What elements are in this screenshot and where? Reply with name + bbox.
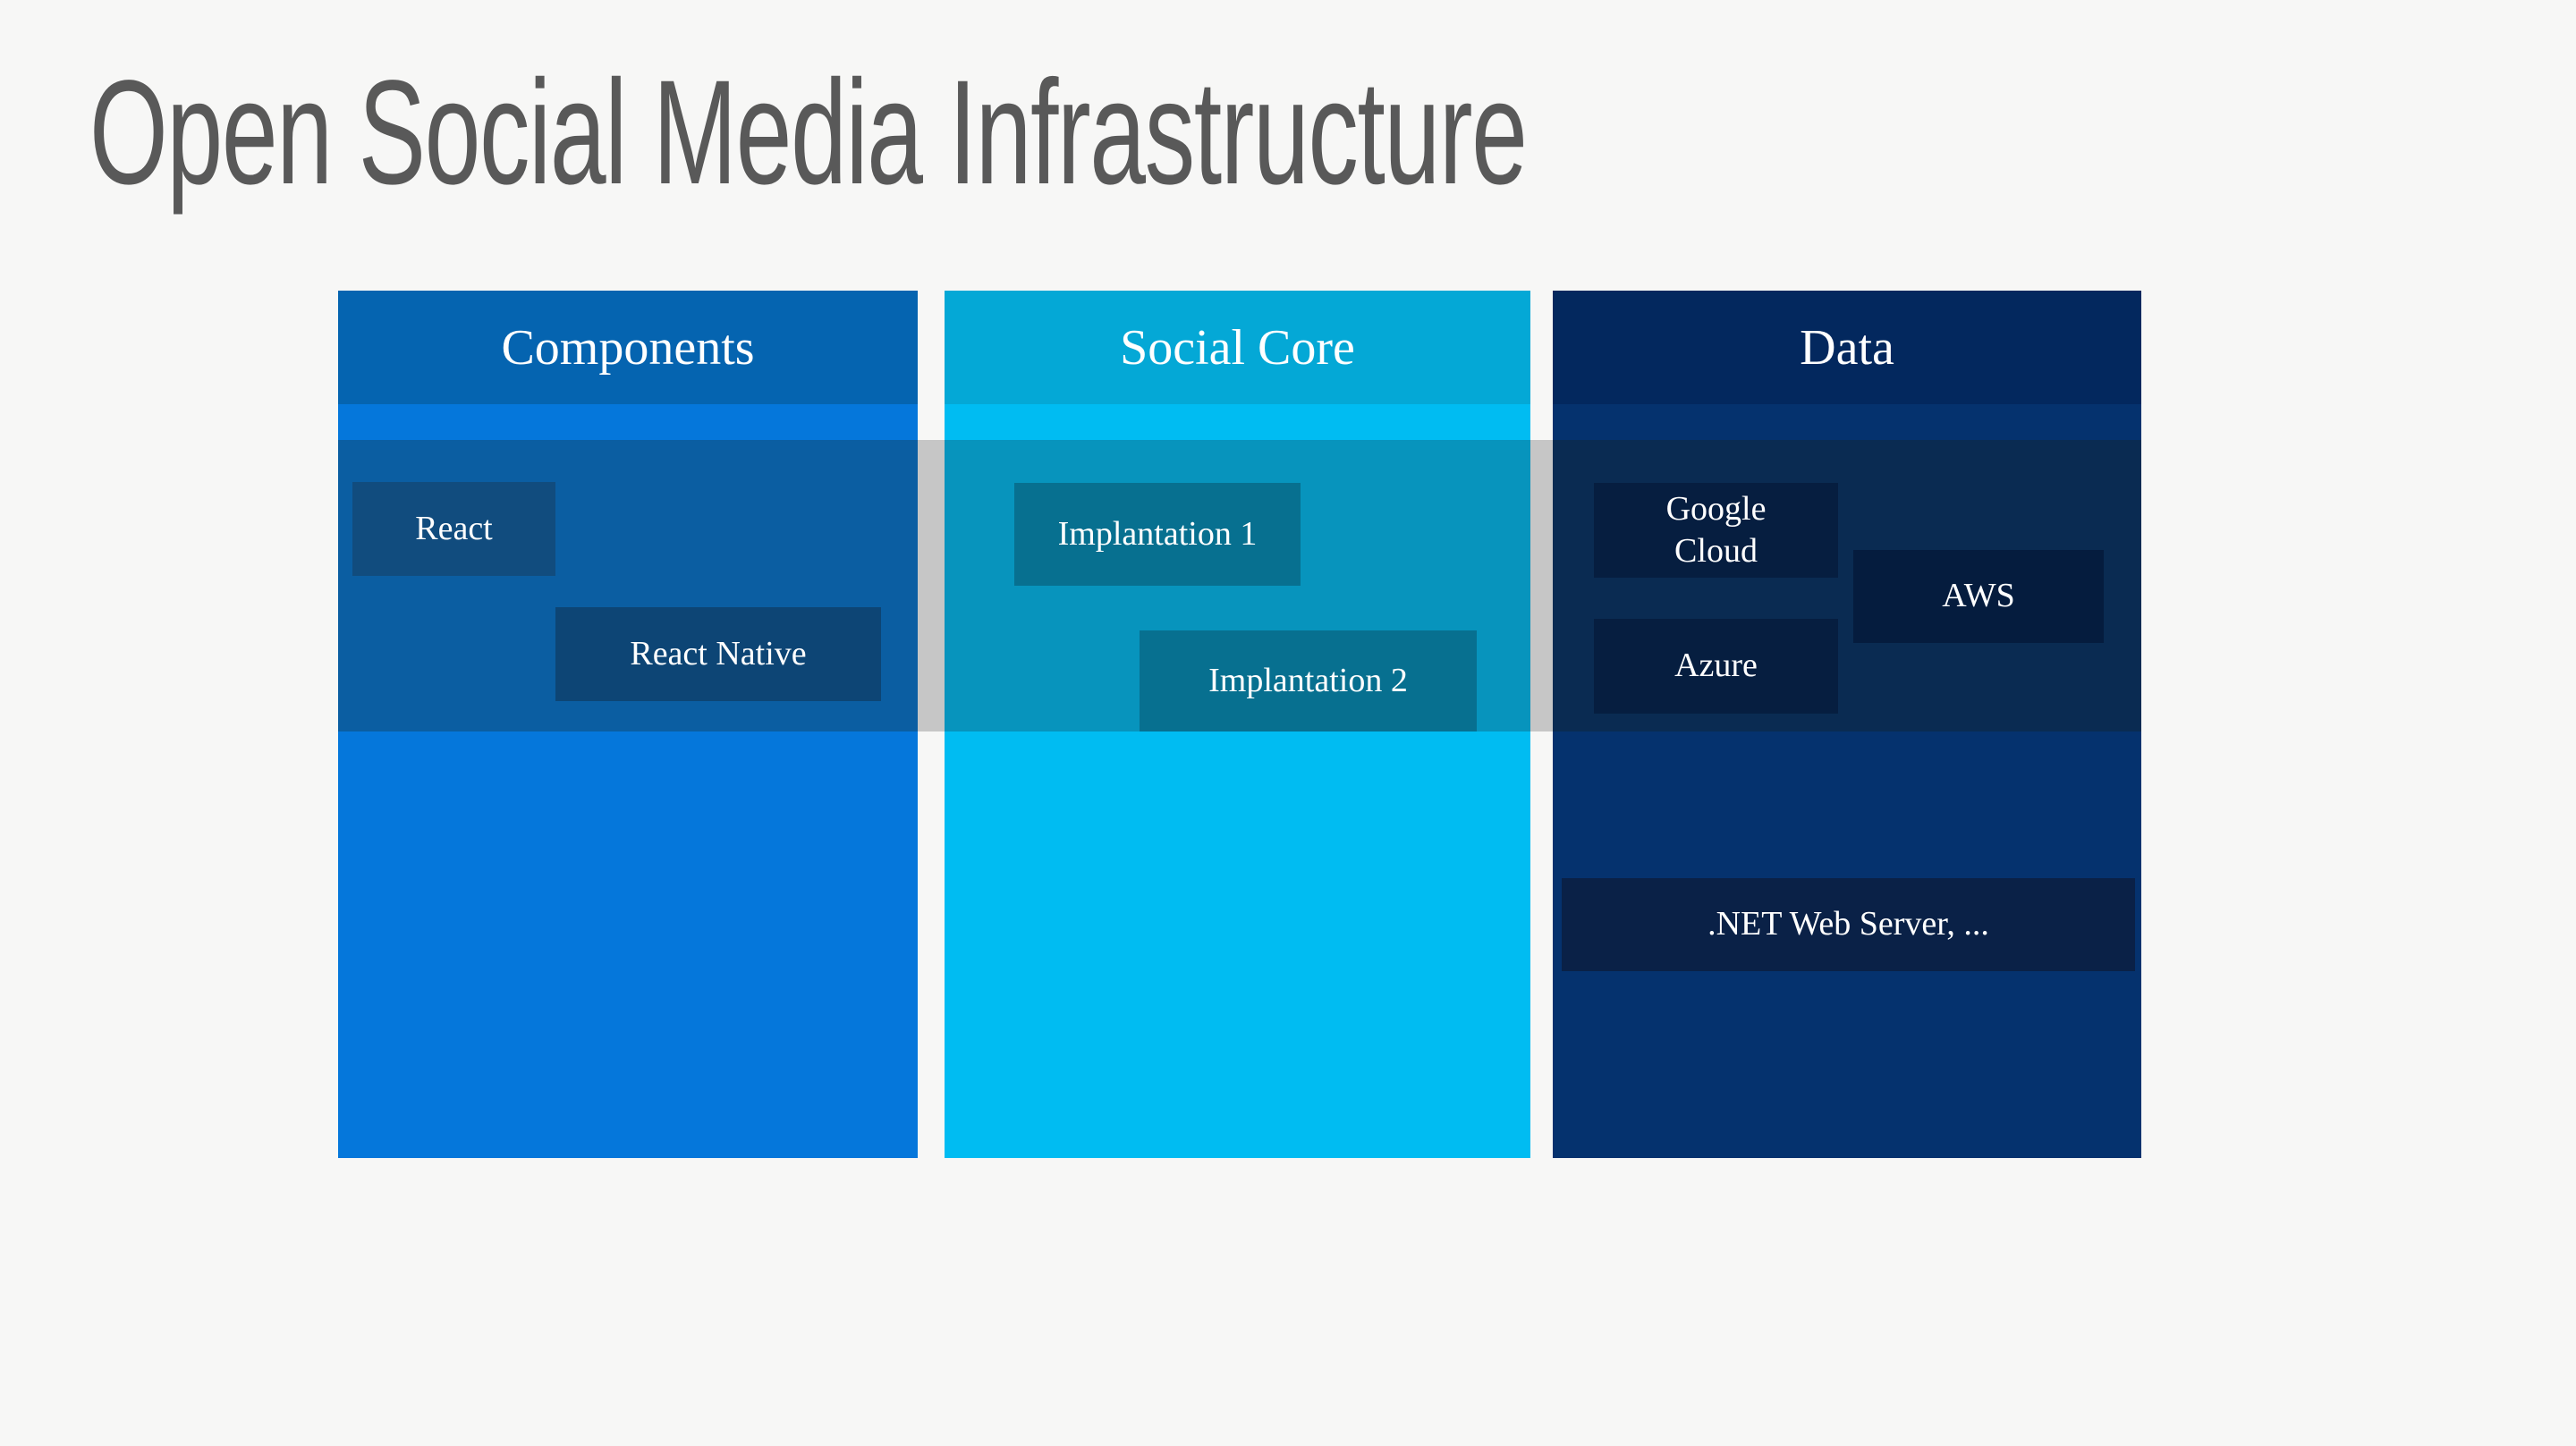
column-data-header: Data: [1553, 291, 2141, 404]
column-social-core-header: Social Core: [945, 291, 1530, 404]
box-aws: AWS: [1853, 550, 2104, 643]
box-dotnet-web-server: .NET Web Server, ...: [1562, 878, 2135, 971]
box-google-cloud: Google Cloud: [1594, 483, 1838, 578]
overlay-band-gap-2: [1530, 440, 1553, 731]
column-social-core-strip: [945, 404, 1530, 440]
box-react-native: React Native: [555, 607, 881, 701]
box-azure: Azure: [1594, 619, 1838, 714]
column-components-header: Components: [338, 291, 918, 404]
column-data: Data: [1553, 291, 2141, 1158]
box-implantation-1: Implantation 1: [1014, 483, 1301, 586]
box-google-cloud-label: Google Cloud: [1665, 489, 1767, 571]
column-social-core-body: [945, 731, 1530, 1158]
box-implantation-2: Implantation 2: [1140, 630, 1477, 731]
column-components: Components: [338, 291, 918, 1158]
slide-title: Open Social Media Infrastructure: [89, 50, 1528, 216]
column-components-body: [338, 731, 918, 1158]
box-react: React: [352, 482, 555, 576]
overlay-band-gap-1: [918, 440, 945, 731]
column-data-strip: [1553, 404, 2141, 440]
column-components-strip: [338, 404, 918, 440]
